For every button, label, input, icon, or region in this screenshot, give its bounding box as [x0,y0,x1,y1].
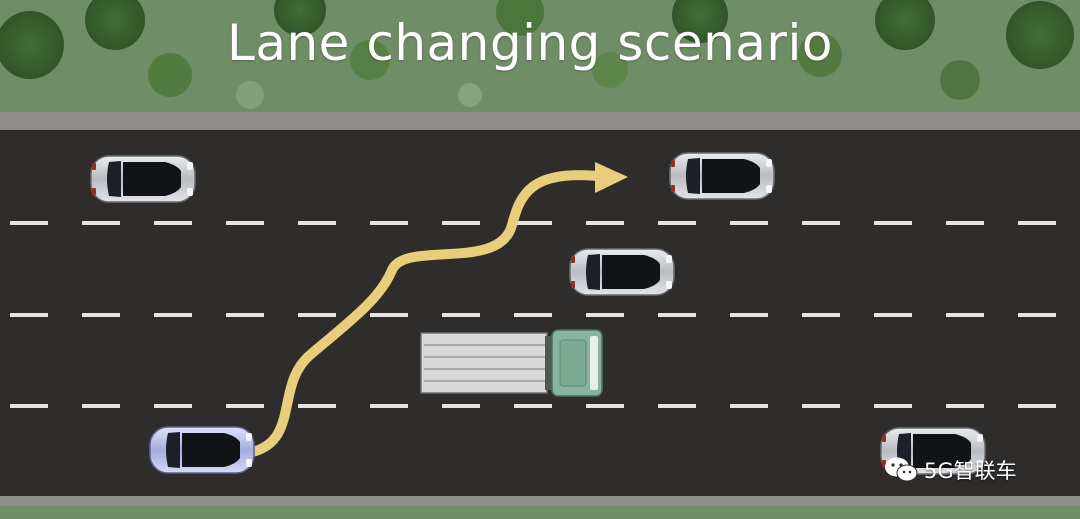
trees-top [0,0,1074,109]
car-top-right [669,152,775,200]
car-middle [569,248,675,296]
lane-markings [10,221,1080,408]
wechat-icon [885,457,918,482]
truck [420,329,603,397]
page-title: Lane changing scenario [227,14,833,72]
car-top-left [90,155,196,203]
lane-change-path-arrow [247,170,603,457]
ego-car [149,426,255,474]
curb-top [0,112,1080,130]
watermark: 5G智联车 [884,455,1017,485]
curb-bottom [0,496,1080,506]
grass-bottom [0,503,1080,519]
path-arrowhead [595,162,628,193]
watermark-text: 5G智联车 [924,459,1017,483]
